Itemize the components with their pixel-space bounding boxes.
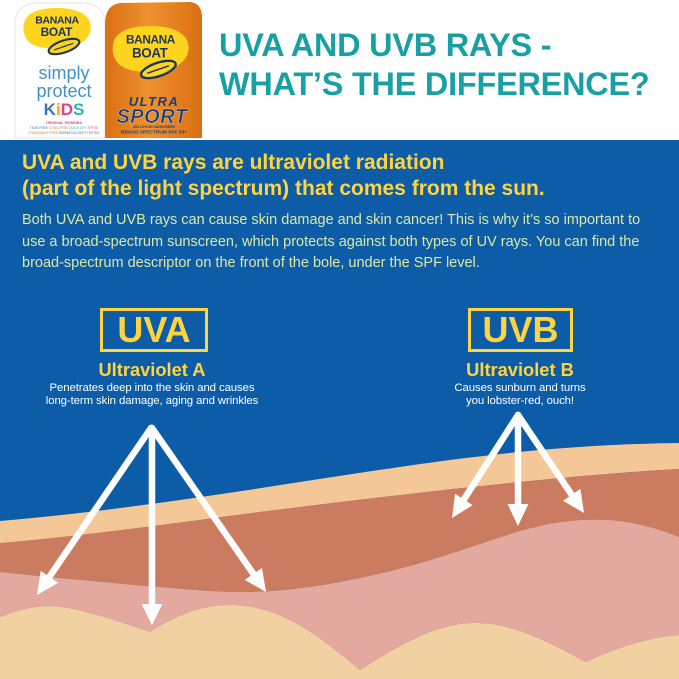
svg-text:200 LOTION SUNSCREEN: 200 LOTION SUNSCREEN (133, 125, 175, 129)
svg-text:SPORT: SPORT (116, 106, 188, 128)
svg-text:protect: protect (36, 81, 91, 101)
svg-text:ORIGINAL PIONEIRA: ORIGINAL PIONEIRA (46, 121, 82, 125)
svg-text:BROAD SPECTRUM SPF 50+: BROAD SPECTRUM SPF 50+ (121, 130, 187, 136)
svg-text:KiDS: KiDS (44, 100, 85, 119)
svg-text:TEAR-FREE STING-FREE QUICK DRY: TEAR-FREE STING-FREE QUICK DRY SPF 50 (30, 126, 98, 130)
svg-text:ULTRA: ULTRA (129, 94, 180, 109)
svg-text:simply: simply (38, 63, 89, 83)
svg-text:FRAGRANCE FREE DERMATOLOGIST T: FRAGRANCE FREE DERMATOLOGIST TESTED (29, 131, 101, 135)
